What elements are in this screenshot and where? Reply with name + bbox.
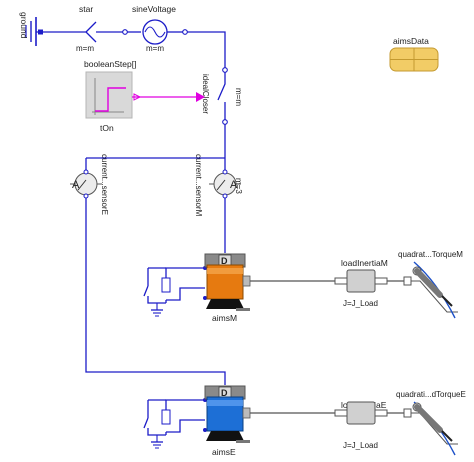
ideal-closer-label: idealCloser (201, 74, 210, 114)
inertia-icon (334, 401, 388, 425)
sine-voltage-param: m=m (146, 44, 164, 53)
torque-m-label: quadrat...TorqueM (398, 250, 463, 259)
record-icon (389, 47, 439, 72)
torque-e-label: quadrati...dTorqueE (396, 390, 466, 399)
boolean-step-label: booleanStep[] (84, 59, 136, 69)
aims-m-component[interactable]: D aimsM (143, 253, 251, 323)
motor-e-letter: D (221, 388, 228, 398)
quadratic-torque-icon (411, 401, 458, 456)
torque-m-component[interactable]: quadrat...TorqueM (398, 250, 463, 319)
ground-label: ground (19, 12, 29, 39)
quadratic-torque-icon (411, 261, 458, 319)
sine-voltage-icon (122, 19, 188, 45)
ideal-closer-component[interactable]: idealCloser m=m (201, 67, 243, 125)
ideal-closer-param: m=m (234, 88, 243, 106)
aims-e-label: aimsE (212, 447, 236, 457)
load-inertia-m-component[interactable]: loadInertiaM J=J_Load (334, 258, 388, 308)
torque-e-component[interactable]: quadrati...dTorqueE (396, 390, 466, 456)
star-label: star (79, 4, 93, 14)
boolean-step-ton: tOn (100, 123, 114, 133)
current-sensor-m-component[interactable]: A current...sensorM m=3 (194, 154, 243, 217)
load-inertia-m-label: loadInertiaM (341, 258, 388, 268)
ground-icon (151, 435, 163, 449)
load-inertia-e-component[interactable]: loadInertiaE J=J_Load (334, 400, 388, 450)
aims-m-label: aimsM (212, 313, 237, 323)
induction-machine-icon (204, 253, 251, 311)
sensor-m-letter: A (230, 179, 238, 191)
motor-m-letter: D (221, 256, 228, 266)
aims-e-component[interactable]: D aimsE (143, 385, 251, 457)
ground-component[interactable]: ground (19, 12, 37, 46)
current-sensor-e-label: current...sensorE (100, 154, 109, 215)
sine-voltage-component[interactable]: sineVoltage m=m (122, 4, 188, 53)
current-sensor-m-param: m=3 (234, 178, 243, 194)
inertia-icon (334, 269, 388, 293)
star-point-icon (72, 21, 125, 43)
ground-icon (151, 303, 163, 317)
current-sensor-icon (209, 169, 241, 199)
current-sensor-e-component[interactable]: A current...sensorE (70, 154, 109, 215)
aims-data-label: aimsData (393, 36, 429, 46)
aims-data-component[interactable]: aimsData (389, 36, 439, 72)
sensor-e-letter: A (72, 179, 80, 191)
induction-machine-icon (204, 385, 251, 443)
star-component[interactable]: star m=m (72, 4, 125, 53)
j-load-m-label: J=J_Load (343, 299, 378, 308)
boolean-step-component[interactable]: booleanStep[] tOn (84, 59, 136, 133)
star-param: m=m (76, 44, 94, 53)
current-sensor-m-label: current...sensorM (194, 154, 203, 217)
boolean-step-icon (85, 71, 133, 119)
current-sensor-icon (70, 169, 102, 199)
j-load-e-label: J=J_Load (343, 441, 378, 450)
sine-voltage-label: sineVoltage (132, 4, 176, 14)
ideal-closer-icon (217, 67, 228, 125)
